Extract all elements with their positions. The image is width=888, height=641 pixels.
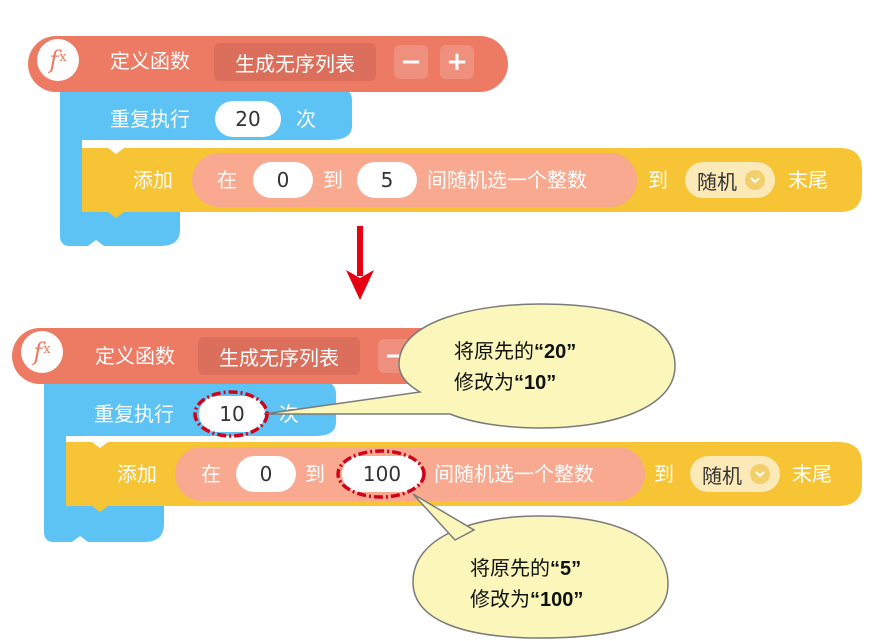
highlight-ring-range-end (336, 449, 426, 499)
repeat-label: 重复执行 (110, 107, 190, 131)
function-name-field[interactable]: 生成无序列表 (198, 337, 360, 375)
add-label: 添加 (117, 462, 157, 486)
position-dropdown[interactable]: 随机 (690, 456, 780, 492)
callout-pointer-second (412, 493, 476, 541)
range-end-input[interactable]: 5 (357, 162, 417, 198)
position-dropdown-value: 随机 (697, 169, 737, 194)
callout-first-old-value: “20” (534, 341, 577, 363)
chevron-down-icon (745, 170, 765, 190)
callout-text-first: 将原先的“20” 修改为“10” (454, 336, 576, 398)
highlight-ring-repeat (193, 390, 269, 438)
define-function-label: 定义函数 (95, 344, 175, 368)
callout-second-line1-prefix: 将原先的 (470, 556, 550, 580)
define-function-label: 定义函数 (110, 49, 190, 73)
function-name-field[interactable]: 生成无序列表 (214, 43, 376, 81)
down-arrow-icon (346, 226, 374, 300)
to-label: 到 (323, 168, 343, 192)
callout-bubble-second (412, 515, 669, 639)
repeat-label: 重复执行 (94, 402, 174, 426)
end-label: 末尾 (792, 462, 832, 486)
range-start-input[interactable]: 0 (236, 456, 296, 492)
callout-text-second: 将原先的“5” 修改为“100” (470, 553, 583, 615)
to-list-label: 到 (654, 462, 674, 486)
remove-param-button[interactable]: − (394, 45, 428, 79)
position-dropdown[interactable]: 随机 (685, 162, 775, 198)
callout-second-line2-prefix: 修改为 (470, 587, 530, 611)
range-start-input[interactable]: 0 (253, 162, 313, 198)
repeat-count-input[interactable]: 10 (199, 396, 265, 432)
callout-bubble-first (263, 303, 676, 429)
callout-second-old-value: “5” (550, 558, 582, 580)
callout-second-new-value: “100” (530, 589, 584, 611)
range-end-input[interactable]: 100 (342, 456, 422, 492)
chevron-down-icon (750, 464, 770, 484)
random-int-label: 间随机选一个整数 (427, 168, 587, 192)
callout-first-line1-prefix: 将原先的 (454, 339, 534, 363)
add-param-button[interactable]: + (440, 45, 474, 79)
callout-first-new-value: “10” (514, 372, 557, 394)
position-dropdown-value: 随机 (702, 463, 742, 488)
repeat-count-input[interactable]: 20 (215, 101, 281, 137)
times-label: 次 (296, 107, 316, 131)
at-label: 在 (201, 462, 221, 486)
end-label: 末尾 (788, 168, 828, 192)
random-int-label: 间随机选一个整数 (434, 462, 594, 486)
add-label: 添加 (133, 168, 173, 192)
callout-first-line2-prefix: 修改为 (454, 370, 514, 394)
to-list-label: 到 (648, 168, 668, 192)
to-label: 到 (305, 462, 325, 486)
at-label: 在 (217, 168, 237, 192)
